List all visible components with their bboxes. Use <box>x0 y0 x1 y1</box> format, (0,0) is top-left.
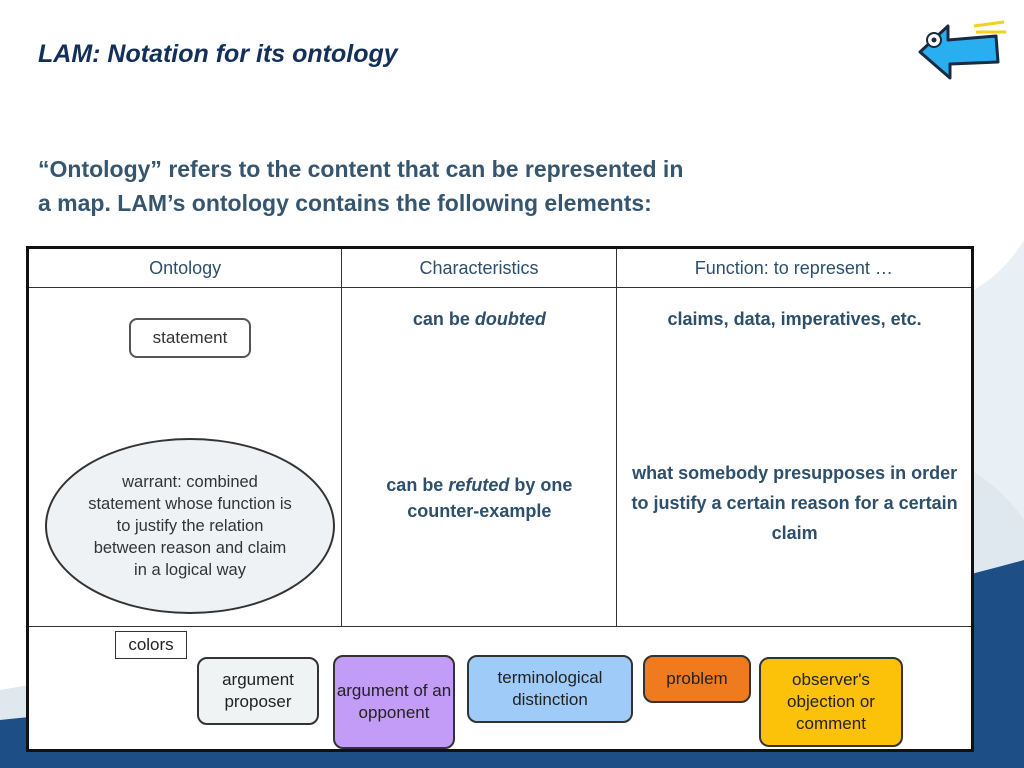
intro-line-1: “Ontology” refers to the content that ca… <box>38 156 684 182</box>
header-characteristics: Characteristics <box>341 247 617 288</box>
header-ontology: Ontology <box>26 247 343 288</box>
characteristics-cell: can be doubted can be refuted by one cou… <box>341 287 617 627</box>
statement-node: statement <box>129 318 251 358</box>
char-warrant: can be refuted by one counter-example <box>386 475 573 521</box>
warrant-label: warrant: combined statement whose functi… <box>88 473 292 579</box>
intro-text: “Ontology” refers to the content that ca… <box>38 152 858 220</box>
chip-argument-proposer: argument proposer <box>197 657 319 725</box>
colors-cell: colors argument proposer argument of an … <box>27 626 973 751</box>
chip-problem: problem <box>643 655 751 703</box>
table-header-row: Ontology Characteristics Function: to re… <box>26 247 974 288</box>
ontology-cell: statement warrant: combined statement wh… <box>26 287 343 627</box>
chip-observer-comment: observer's objection or comment <box>759 657 903 747</box>
warrant-node: warrant: combined statement whose functi… <box>45 438 335 614</box>
slide-title: LAM: Notation for its ontology <box>38 40 398 68</box>
colors-label: colors <box>115 631 187 659</box>
chip-argument-opponent: argument of an opponent <box>333 655 455 749</box>
colors-row: colors argument proposer argument of an … <box>27 626 973 751</box>
chip-terminological-distinction: terminological distinction <box>467 655 633 723</box>
ontology-table: Ontology Characteristics Function: to re… <box>26 246 974 752</box>
back-arrow-icon[interactable] <box>914 18 1006 80</box>
header-function: Function: to represent … <box>615 247 974 288</box>
func-statement: claims, data, imperatives, etc. <box>667 309 922 329</box>
function-cell: claims, data, imperatives, etc. what som… <box>615 287 974 627</box>
char-statement: can be doubted <box>412 309 546 329</box>
intro-line-2: a map. LAM’s ontology contains the follo… <box>38 190 652 216</box>
table-row: statement warrant: combined statement wh… <box>26 287 974 627</box>
func-warrant: what somebody presupposes in order to ju… <box>631 463 958 543</box>
